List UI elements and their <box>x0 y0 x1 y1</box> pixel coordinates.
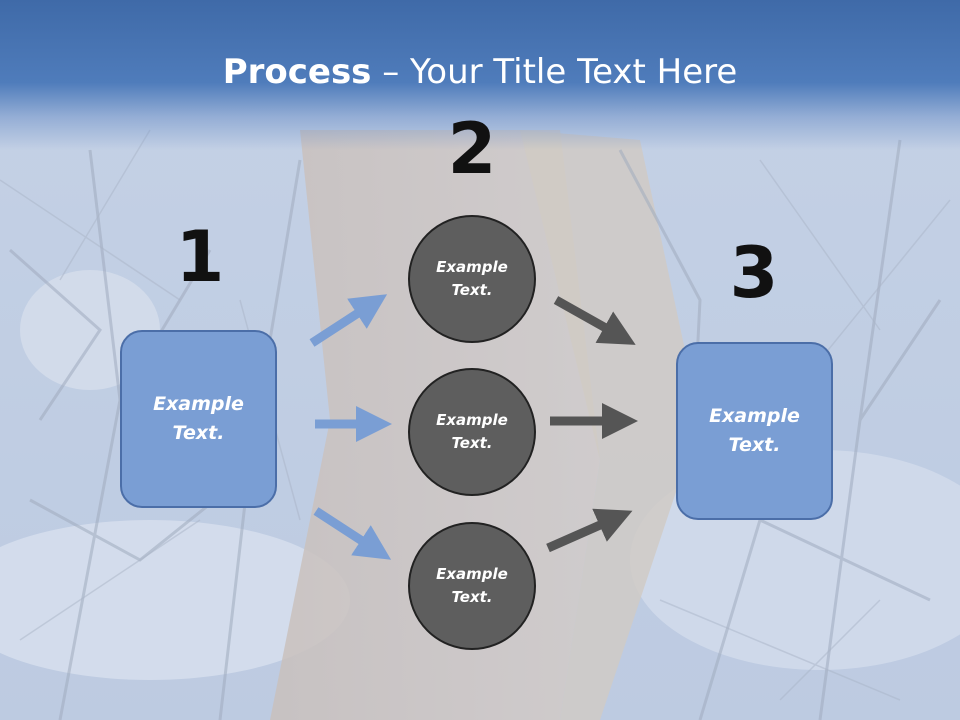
step-number-1: 1 <box>175 216 225 298</box>
arrow-1-to-bottom <box>313 507 392 560</box>
step-2-circle-bottom[interactable]: Example Text. <box>408 522 536 650</box>
arrow-top-to-3 <box>553 296 636 345</box>
step-number-3: 3 <box>729 232 779 314</box>
step-2-circle-top[interactable]: Example Text. <box>408 215 536 343</box>
page-title: Process – Your Title Text Here <box>222 52 738 92</box>
circle-top-text: Example Text. <box>436 258 508 299</box>
step-2-circle-middle[interactable]: Example Text. <box>408 368 536 496</box>
step-number-2: 2 <box>447 108 497 190</box>
circle-middle-text: Example Text. <box>436 411 508 452</box>
title-banner <box>0 0 960 150</box>
step-1-box[interactable]: Example Text. <box>120 330 277 508</box>
step-3-text: Example Text. <box>709 405 800 456</box>
step-3-box[interactable]: Example Text. <box>676 342 833 520</box>
step-1-text: Example Text. <box>153 393 244 444</box>
circle-bottom-text: Example Text. <box>436 565 508 606</box>
arrow-1-to-top <box>309 294 388 347</box>
arrow-bottom-to-3 <box>546 508 633 553</box>
